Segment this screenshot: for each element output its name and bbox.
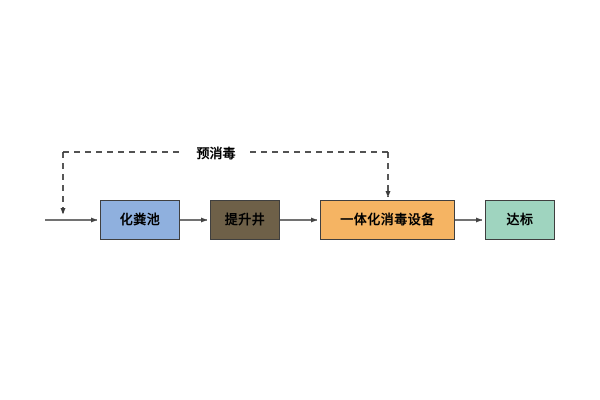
node-septic-tank[interactable]: 化粪池 — [100, 200, 180, 240]
node-lift-well[interactable]: 提升井 — [210, 200, 280, 240]
node-septic-tank-label: 化粪池 — [119, 212, 161, 228]
node-integrated-disinfection-equipment[interactable]: 一体化消毒设备 — [320, 200, 455, 240]
edge-label-pre-disinfect: 预消毒 — [182, 140, 250, 164]
node-compliant[interactable]: 达标 — [485, 200, 555, 240]
node-integrated-disinfection-equipment-label: 一体化消毒设备 — [340, 212, 435, 228]
node-lift-well-label: 提升井 — [224, 212, 266, 228]
node-compliant-label: 达标 — [506, 212, 534, 228]
edge-label-pre-disinfect-text: 预消毒 — [196, 146, 236, 162]
